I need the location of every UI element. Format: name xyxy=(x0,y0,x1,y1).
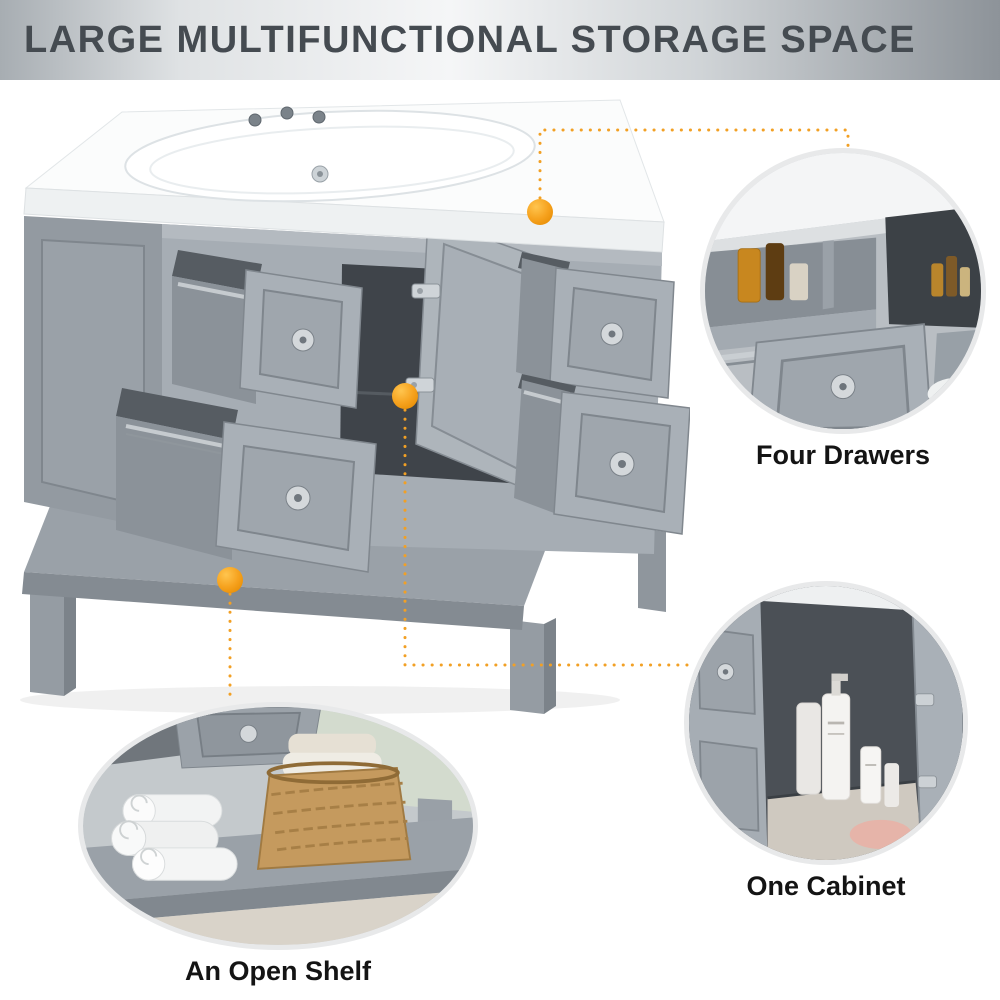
one-cabinet-detail-illustration xyxy=(689,586,963,860)
four-drawers-detail-illustration xyxy=(705,153,981,429)
one-cabinet-photo xyxy=(684,581,968,865)
callout-four-drawers: Four Drawers xyxy=(700,148,986,471)
floor-shadow xyxy=(20,686,620,714)
wicker-basket xyxy=(256,733,412,870)
drawer-front-detail xyxy=(748,323,933,429)
drain-icon xyxy=(311,165,329,183)
open-shelf-photo xyxy=(78,702,478,950)
vanity-illustration xyxy=(20,99,690,714)
closed-drawer-fronts xyxy=(689,586,768,860)
drawer-top-right xyxy=(516,252,675,399)
sink-countertop xyxy=(23,99,665,253)
callout-label-four-drawers: Four Drawers xyxy=(755,440,931,470)
callout-label-open-shelf: An Open Shelf xyxy=(184,956,371,986)
drawer-from-below xyxy=(173,707,322,769)
drawer-top-left xyxy=(172,250,363,409)
open-shelf-detail-illustration xyxy=(83,707,473,945)
drawer-bottom-left xyxy=(116,388,377,573)
rolled-towels xyxy=(111,794,238,881)
open-drawer-with-bottles xyxy=(705,237,877,352)
callout-label-one-cabinet: One Cabinet xyxy=(746,871,906,901)
callout-open-shelf: An Open Shelf xyxy=(78,702,478,987)
faucet-holes-icon xyxy=(248,106,326,127)
open-door-detail xyxy=(910,588,963,860)
title-banner: LARGE MULTIFUNCTIONAL STORAGE SPACE xyxy=(0,0,1000,80)
page-title: LARGE MULTIFUNCTIONAL STORAGE SPACE xyxy=(24,18,917,61)
callout-one-cabinet: One Cabinet xyxy=(684,581,968,902)
four-drawers-photo xyxy=(700,148,986,434)
